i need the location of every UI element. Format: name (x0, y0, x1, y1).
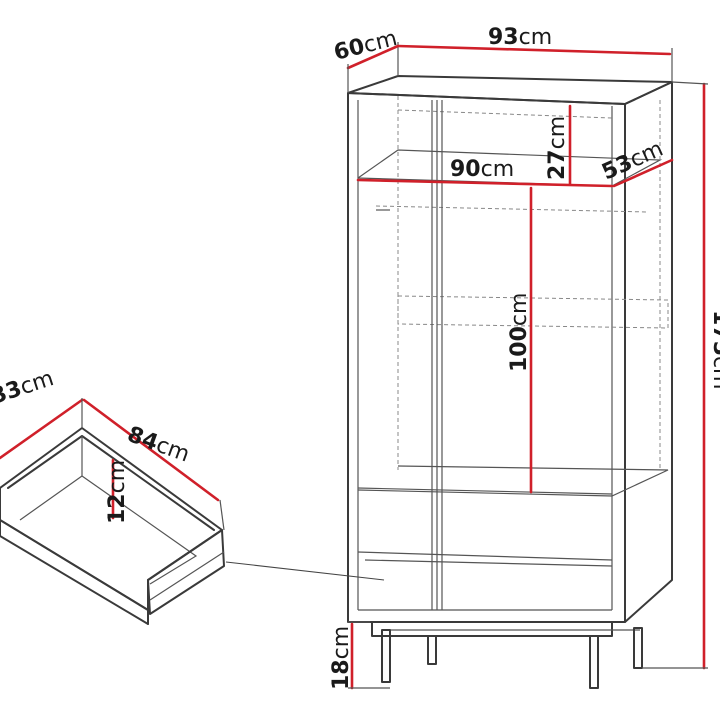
drawer-front-panel-face (0, 487, 149, 611)
wardrobe-side-panel (624, 81, 673, 623)
dim-label-inner-width: 90cm (450, 157, 514, 182)
wardrobe-drawer-divider (364, 559, 613, 567)
dim-line-drawer-depth (0, 398, 84, 460)
dim-line-top-width (396, 44, 672, 56)
wardrobe-leg (427, 635, 437, 665)
dim-label-top-width: 93cm (488, 25, 552, 50)
dim-line-drawer-width (82, 398, 220, 502)
drawer-drawing (0, 427, 225, 625)
dim-label-hanging: 100cm (507, 293, 532, 372)
drawer-side-panel (147, 529, 225, 615)
wardrobe-drawer-front-top (357, 487, 613, 495)
wardrobe-hanging-rail (375, 205, 649, 213)
wardrobe-leg (633, 627, 643, 669)
extension-line (219, 499, 225, 531)
dim-label-drawer-height: 12cm (105, 460, 130, 524)
wardrobe-drawer-shelf (357, 465, 669, 497)
wardrobe-base-frame (371, 621, 613, 637)
dim-label-drawer-depth: 33cm (0, 366, 57, 410)
dim-line-inner-depth (612, 158, 674, 188)
wardrobe-dimensions: 93cm 60cm 90cm 53cm 27cm 100cm (329, 25, 720, 690)
drawer-floor (19, 475, 198, 585)
drawer-side-edge (149, 551, 225, 601)
extension-line (671, 81, 709, 85)
wardrobe-drawing (347, 75, 673, 689)
dim-line-depth (346, 44, 400, 70)
dim-label-drawer-width: 84cm (124, 422, 193, 467)
wardrobe-middle-shelf (397, 295, 669, 329)
drawer-dimensions: 33cm 84cm 12cm (0, 366, 225, 531)
wardrobe-leg (381, 629, 391, 683)
dim-label-leg-height: 18cm (329, 626, 354, 690)
wardrobe-drawer-divider (357, 551, 613, 561)
dim-label-top-shelf: 27cm (545, 116, 570, 180)
drawer-front-panel (0, 519, 149, 625)
drawer-leader-line (225, 561, 385, 581)
dim-label-total-height: 175cm (708, 310, 720, 389)
wardrobe-leg (589, 635, 599, 689)
wardrobe-hidden-edge (397, 109, 613, 119)
